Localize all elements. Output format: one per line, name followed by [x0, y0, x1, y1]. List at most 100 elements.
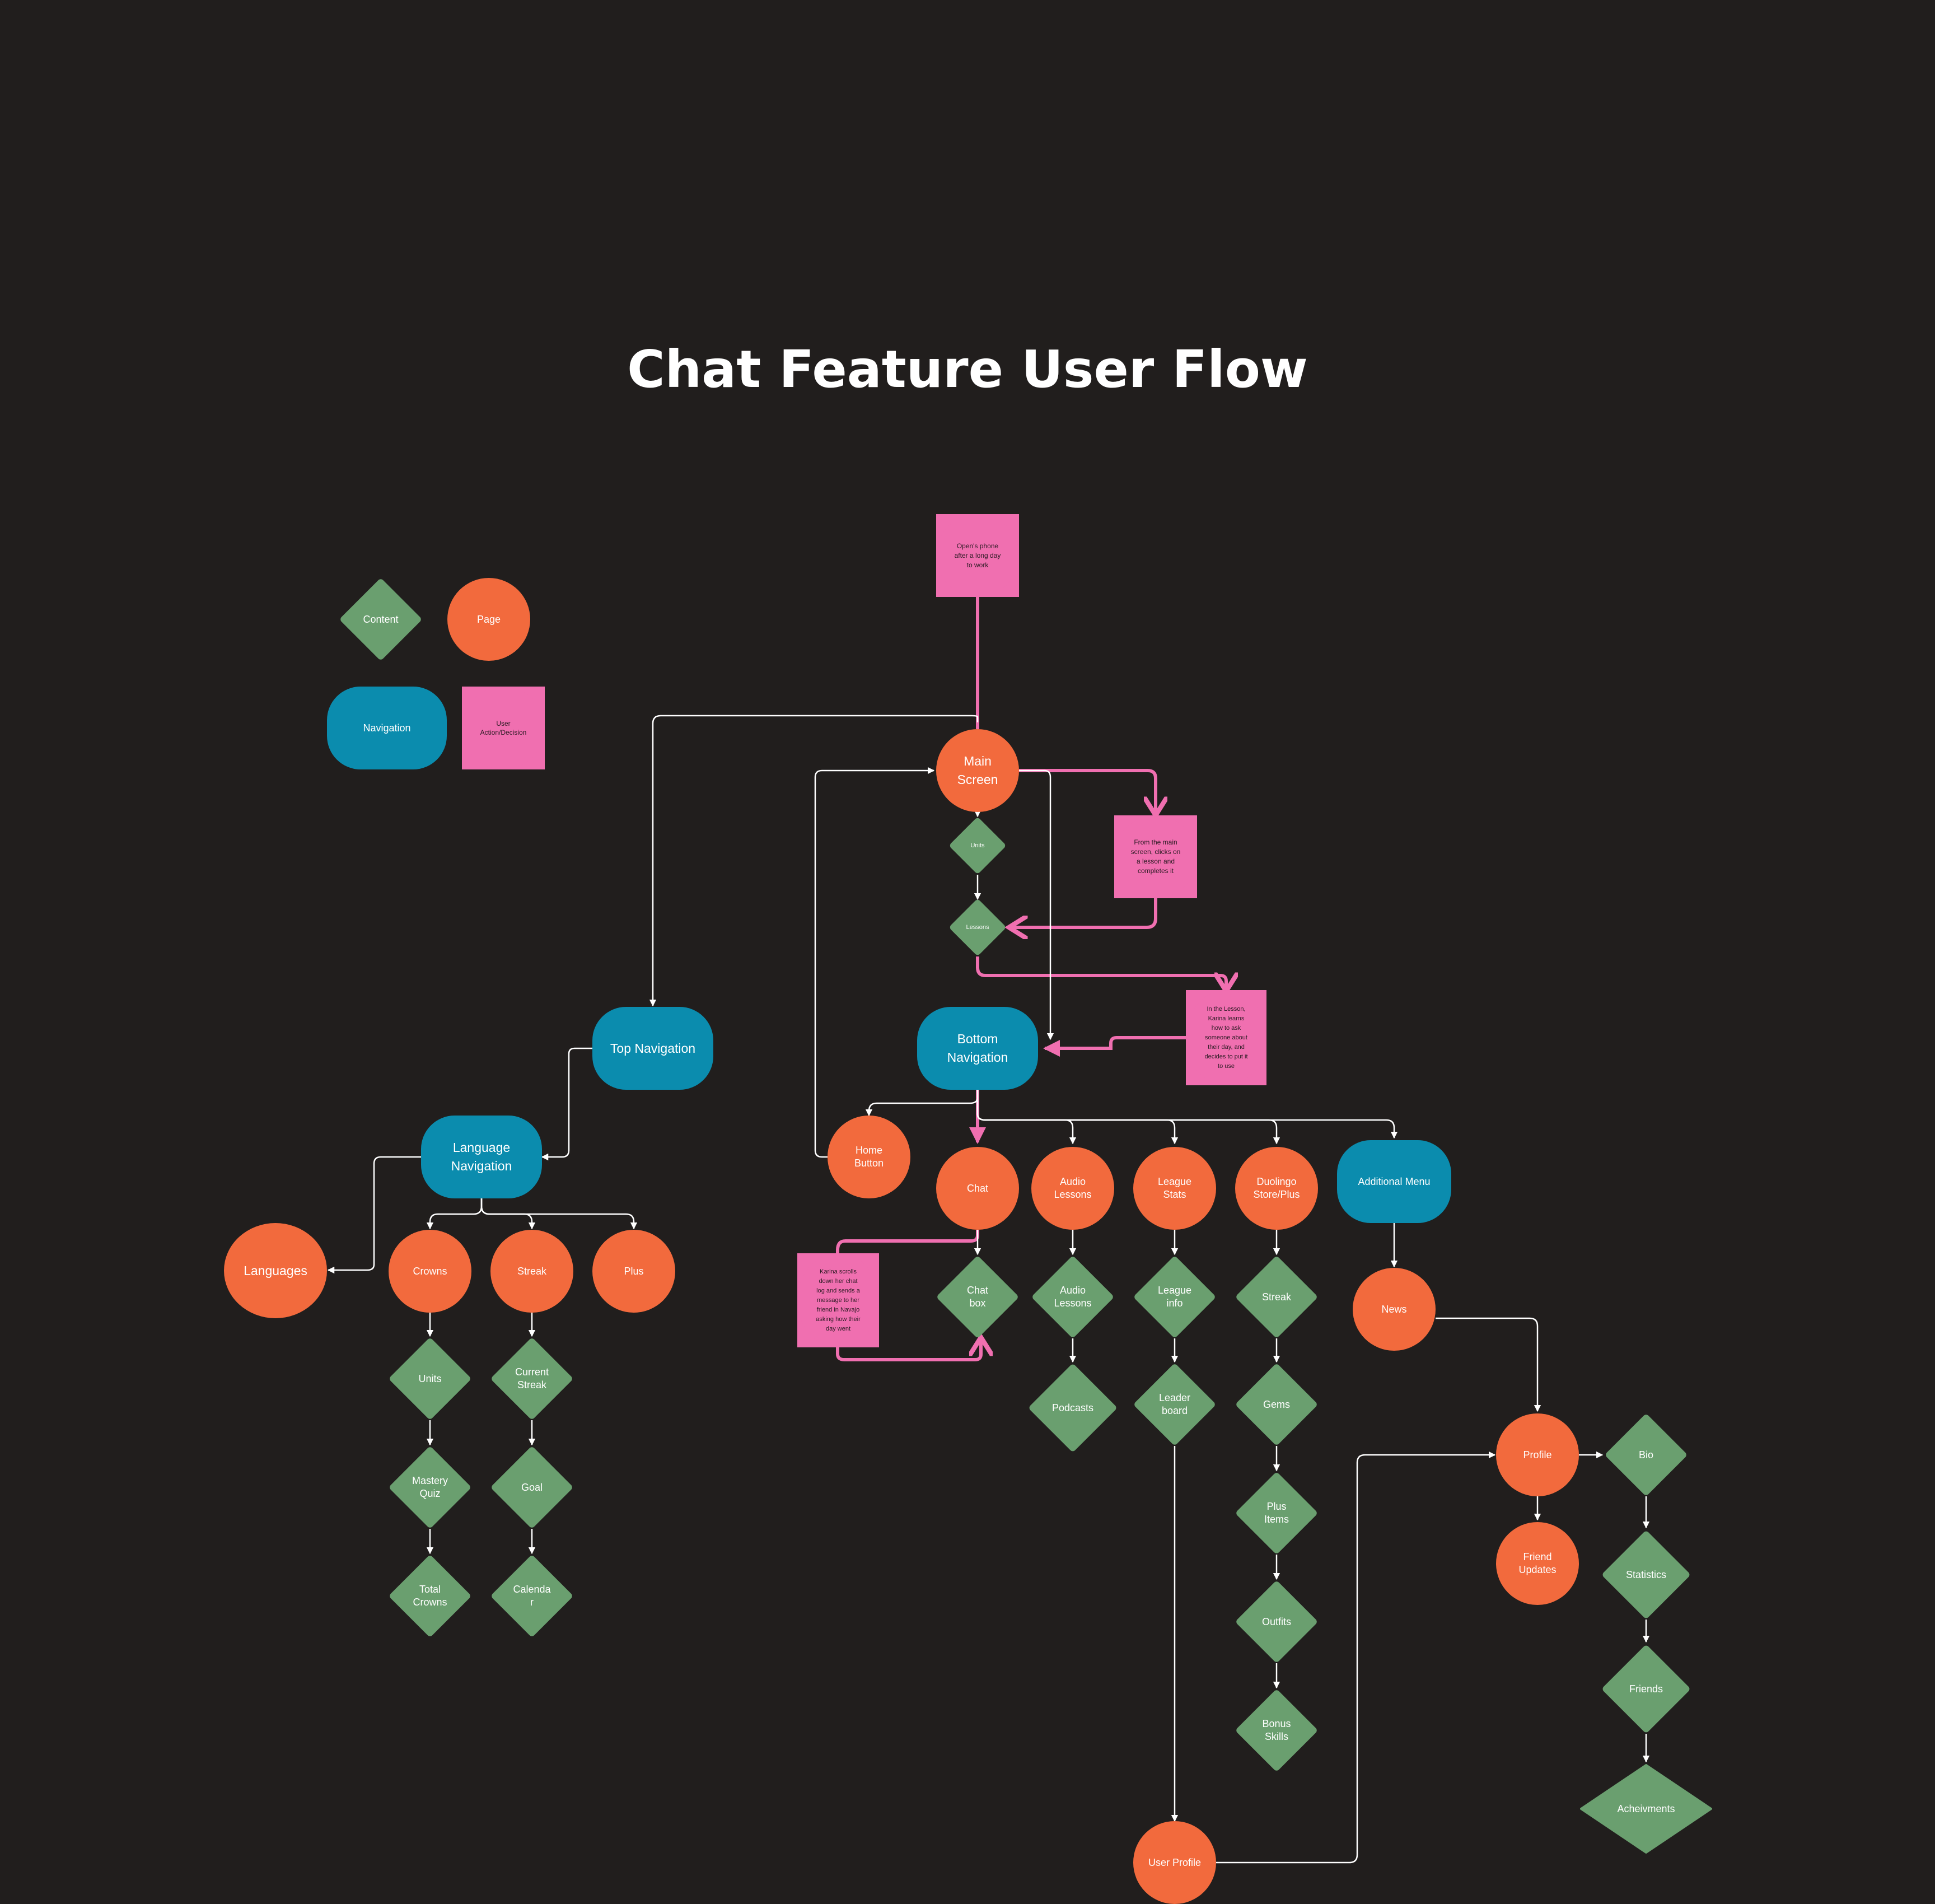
edge-action-bottomnav — [1043, 1036, 1186, 1057]
node-bottom-navigation: Bottom Navigation — [917, 1007, 1038, 1090]
pill-shape — [917, 1007, 1038, 1090]
edge-main-action-lesson — [1019, 769, 1156, 815]
edge-action-lessons — [1009, 898, 1157, 927]
node-units-left: Units — [388, 1337, 472, 1421]
node-friends-label: Friends — [1629, 1683, 1663, 1695]
edge-bottomnav-league — [976, 1090, 1179, 1145]
circle-shape — [1496, 1413, 1579, 1496]
node-action-chat-label: Karina scrolls down her chat log and sen… — [816, 1268, 861, 1332]
node-top-navigation: Top Navigation — [592, 1007, 713, 1090]
node-plus-items-label: Plus Items — [1264, 1501, 1289, 1525]
node-crowns-label: Crowns — [413, 1265, 447, 1277]
circle-shape — [462, 687, 545, 769]
node-chat-label: Chat — [966, 1182, 989, 1194]
node-podcasts: Podcasts — [1028, 1363, 1118, 1453]
node-leader-board: Leader board — [1133, 1362, 1217, 1446]
node-audio-lessons-content-label: Audio Lessons — [1054, 1285, 1092, 1309]
circle-shape — [1133, 1821, 1216, 1904]
node-start-action: Open's phone after a long day to work — [936, 514, 1019, 597]
node-outfits: Outfits — [1235, 1580, 1319, 1664]
edge-bottomnav-additional — [976, 1090, 1398, 1139]
node-calendar-label: Calenda r — [513, 1584, 551, 1608]
node-calendar: Calenda r — [490, 1554, 574, 1638]
node-action-lesson-label: From the main screen, clicks on a lesson… — [1130, 838, 1181, 875]
node-units-top: Units — [948, 816, 1007, 875]
node-duolingo-store: Duolingo Store/Plus — [1235, 1147, 1318, 1230]
node-languages-label: Languages — [244, 1263, 307, 1278]
legend-content-label: Content — [363, 613, 399, 625]
circle-shape — [1114, 815, 1197, 898]
pill-shape — [1337, 1140, 1451, 1223]
circle-shape — [447, 578, 530, 661]
node-mastery-quiz: Mastery Quiz — [388, 1445, 472, 1529]
node-podcasts-label: Podcasts — [1051, 1402, 1094, 1413]
node-crowns: Crowns — [389, 1230, 471, 1313]
node-audio-lessons-page: Audio Lessons — [1031, 1147, 1114, 1230]
node-action-learns: In the Lesson, Karina learns how to ask … — [1186, 990, 1266, 1085]
edge-bottomnav-store — [976, 1090, 1280, 1145]
edge-langnav-crowns — [426, 1198, 483, 1230]
node-bio: Bio — [1604, 1413, 1688, 1497]
circle-shape — [828, 1116, 910, 1198]
circle-shape — [592, 1230, 675, 1313]
node-start-label: Open's phone after a long day to work — [954, 542, 1001, 569]
node-friend-updates: Friend Updates — [1496, 1522, 1579, 1605]
node-language-navigation-label: Language Navigation — [451, 1140, 512, 1173]
node-chat-box-label: Chat box — [966, 1285, 989, 1309]
node-current-streak-label: Current Streak — [515, 1366, 549, 1390]
node-mastery-quiz-label: Mastery Quiz — [412, 1475, 448, 1499]
node-streak-left-label: Streak — [517, 1265, 547, 1277]
node-units-left-label: Units — [418, 1373, 442, 1384]
node-top-navigation-label: Top Navigation — [610, 1040, 696, 1056]
pill-shape — [421, 1116, 542, 1198]
node-home-button-label: Home Button — [854, 1145, 884, 1169]
edge-news-profile — [1436, 1317, 1541, 1412]
node-chat: Chat — [936, 1147, 1019, 1230]
node-user-profile: User Profile — [1133, 1821, 1216, 1904]
edge-home-main — [814, 767, 935, 1158]
circle-shape — [1133, 1147, 1216, 1230]
pill-shape — [592, 1007, 713, 1090]
circle-shape — [1235, 1147, 1318, 1230]
edge-userprofile-profile — [1216, 1451, 1496, 1864]
node-streak-left: Streak — [490, 1230, 573, 1313]
node-current-streak: Current Streak — [490, 1337, 574, 1421]
edge-langnav-languages — [327, 1156, 421, 1274]
node-bio-label: Bio — [1638, 1449, 1653, 1460]
node-action-learns-label: In the Lesson, Karina learns how to ask … — [1204, 1005, 1248, 1070]
legend-content: Content — [339, 577, 423, 661]
diagram-title: Chat Feature User Flow — [627, 339, 1308, 399]
node-plus-label: Plus — [624, 1265, 644, 1277]
circle-shape — [224, 1223, 327, 1318]
node-achievements: Acheivments — [1580, 1764, 1712, 1854]
node-chat-box: Chat box — [936, 1255, 1020, 1339]
node-league-info-label: League info — [1157, 1285, 1192, 1309]
edge-main-bottomnav — [1019, 769, 1054, 1040]
node-league-stats-label: League Stats — [1157, 1176, 1192, 1200]
node-outfits-label: Outfits — [1261, 1616, 1291, 1627]
node-goal-label: Goal — [521, 1481, 543, 1493]
node-profile: Profile — [1496, 1413, 1579, 1496]
node-goal: Goal — [490, 1445, 574, 1529]
node-total-crowns: Total Crowns — [388, 1554, 472, 1638]
node-duolingo-store-label: Duolingo Store/Plus — [1253, 1176, 1300, 1200]
pill-shape — [327, 687, 447, 769]
legend-action: User Action/Decision — [462, 687, 545, 769]
node-home-button: Home Button — [828, 1116, 910, 1198]
node-lessons: Lessons — [948, 898, 1007, 956]
legend-page-label: Page — [476, 613, 501, 625]
circle-shape — [936, 1147, 1019, 1230]
node-friends: Friends — [1601, 1644, 1691, 1734]
node-statistics-label: Statistics — [1625, 1569, 1667, 1580]
edge-topnav-langnav — [541, 1047, 592, 1161]
edge-bottomnav-home — [865, 1090, 979, 1117]
node-profile-label: Profile — [1523, 1449, 1552, 1460]
edge-lessons-action-learns — [976, 956, 1226, 991]
node-bonus-skills-label: Bonus Skills — [1262, 1718, 1291, 1742]
circle-shape — [490, 1230, 573, 1313]
node-league-info: League info — [1133, 1255, 1217, 1339]
circle-shape — [936, 514, 1019, 597]
node-main-screen: Main Screen — [936, 729, 1019, 812]
node-leader-board-label: Leader board — [1158, 1392, 1191, 1416]
